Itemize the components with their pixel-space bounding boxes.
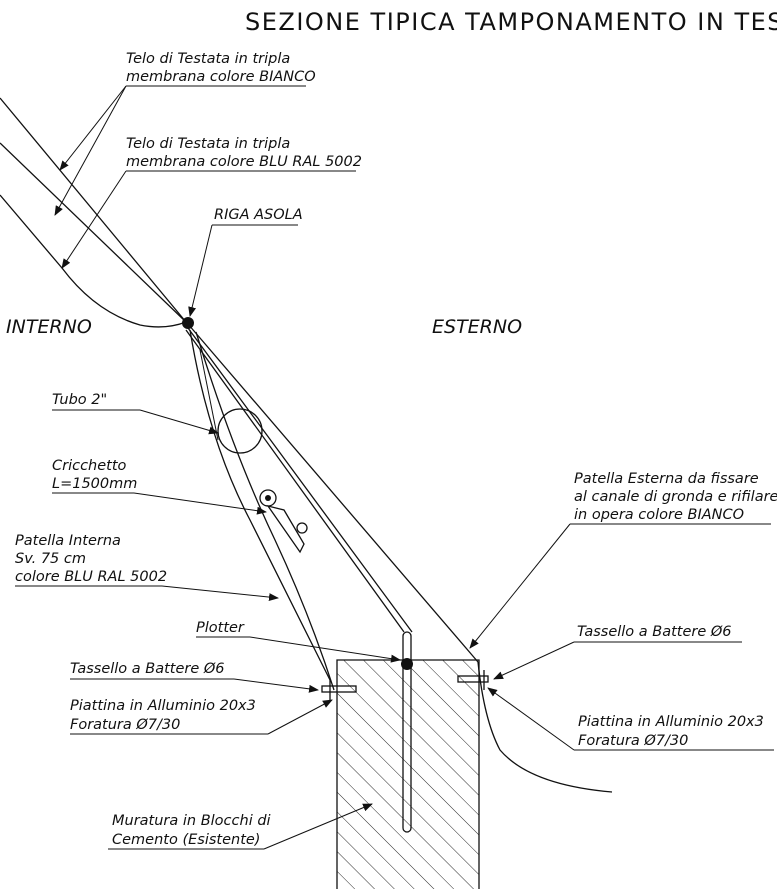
riga-asola-marker: [182, 317, 194, 329]
svg-text:Tassello a Battere Ø6: Tassello a Battere Ø6: [70, 661, 225, 677]
svg-text:Foratura Ø7/30: Foratura Ø7/30: [70, 717, 180, 733]
label-tassello-right: Tassello a Battere Ø6: [493, 624, 742, 680]
inner-flap: [189, 329, 335, 691]
label-riga-asola: RIGA ASOLA: [188, 207, 303, 317]
drawing-title: SEZIONE TIPICA TAMPONAMENTO IN TESTATA: [245, 8, 777, 36]
tube-2in: [217, 408, 263, 454]
svg-text:colore BLU RAL 5002: colore BLU RAL 5002: [15, 569, 167, 585]
label-patella-interna: Patella Interna Sv. 75 cm colore BLU RAL…: [15, 533, 279, 602]
label-piattina-left: Piattina in Alluminio 20x3 Foratura Ø7/3…: [70, 698, 333, 735]
zone-esterno: ESTERNO: [432, 316, 522, 338]
svg-text:membrana colore BLU RAL 5002: membrana colore BLU RAL 5002: [126, 154, 362, 170]
label-telo-bianco: Telo di Testata in tripla membrana color…: [54, 51, 316, 216]
label-telo-blu: Telo di Testata in tripla membrana color…: [61, 136, 362, 269]
svg-text:Patella Interna: Patella Interna: [15, 533, 121, 549]
svg-text:Cemento (Esistente): Cemento (Esistente): [112, 832, 260, 848]
svg-text:L=1500mm: L=1500mm: [52, 476, 137, 492]
svg-text:in opera colore BIANCO: in opera colore BIANCO: [574, 507, 744, 523]
label-plotter: Plotter: [196, 620, 401, 663]
svg-text:Patella Esterna da fissare: Patella Esterna da fissare: [574, 471, 759, 487]
label-cricchetto: Cricchetto L=1500mm: [52, 458, 267, 515]
right-anchor: [457, 670, 489, 690]
svg-text:Muratura in Blocchi di: Muratura in Blocchi di: [112, 813, 271, 829]
svg-text:Tassello a Battere Ø6: Tassello a Battere Ø6: [577, 624, 732, 640]
svg-text:Sv. 75 cm: Sv. 75 cm: [15, 551, 86, 567]
left-anchor: [321, 680, 357, 702]
outer-flap-tail: [477, 661, 613, 793]
label-piattina-right: Piattina in Alluminio 20x3 Foratura Ø7/3…: [487, 687, 774, 751]
svg-text:Plotter: Plotter: [196, 620, 245, 636]
label-tassello-left: Tassello a Battere Ø6: [70, 661, 319, 693]
membrane-lines: [0, 97, 479, 663]
ratchet: [259, 489, 308, 554]
zone-interno: INTERNO: [6, 316, 92, 338]
svg-text:Cricchetto: Cricchetto: [52, 458, 127, 474]
svg-text:Piattina in Alluminio 20x3: Piattina in Alluminio 20x3: [578, 714, 764, 730]
svg-text:Foratura Ø7/30: Foratura Ø7/30: [578, 733, 688, 749]
plotter-rod: [401, 631, 413, 833]
svg-text:RIGA ASOLA: RIGA ASOLA: [214, 207, 303, 223]
label-muratura: Muratura in Blocchi di Cemento (Esistent…: [108, 803, 373, 850]
svg-text:Telo di Testata in tripla: Telo di Testata in tripla: [126, 51, 290, 67]
svg-text:membrana colore BIANCO: membrana colore BIANCO: [126, 69, 316, 85]
svg-text:Tubo 2": Tubo 2": [52, 392, 107, 408]
svg-text:al canale di gronda e rifilare: al canale di gronda e rifilare: [574, 489, 777, 505]
label-tubo: Tubo 2": [52, 392, 219, 435]
masonry-block: [336, 659, 480, 889]
svg-text:Piattina in Alluminio 20x3: Piattina in Alluminio 20x3: [70, 698, 256, 714]
svg-text:Telo di Testata in tripla: Telo di Testata in tripla: [126, 136, 290, 152]
label-patella-esterna: Patella Esterna da fissare al canale di …: [469, 471, 777, 649]
